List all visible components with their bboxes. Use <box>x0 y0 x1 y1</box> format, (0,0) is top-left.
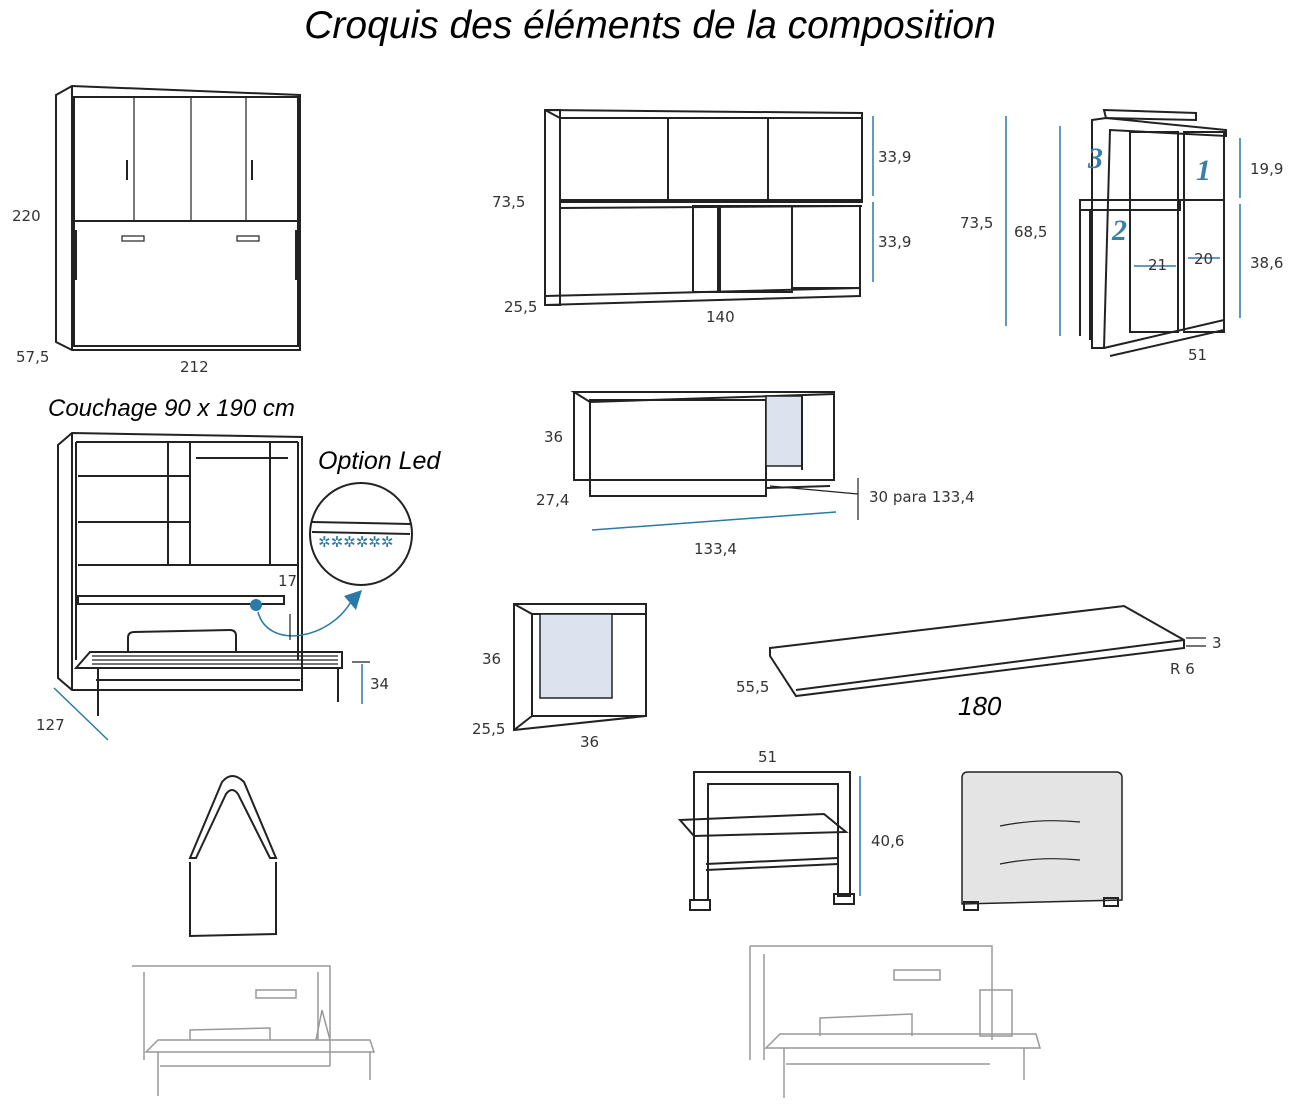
cube-drawing: 36 25,5 36 <box>472 603 647 751</box>
corner-number-3: 3 <box>1087 142 1103 175</box>
wardrobe-width-label: 212 <box>180 358 209 376</box>
corner-inner-height-label: 68,5 <box>1014 223 1047 241</box>
wall-cabinet-drawing: 36 27,4 133,4 30 para 133,4 <box>536 391 975 558</box>
corner-unit-drawing: 73,5 68,5 19,9 38,6 21 20 51 3 1 2 <box>960 108 1283 364</box>
page-title: Croquis des éléments de la composition <box>304 4 996 47</box>
desk-frame-drawing: 51 40,6 <box>677 748 904 911</box>
corner-left-width-label: 21 <box>1148 256 1167 274</box>
board-thickness-label: 3 <box>1212 634 1222 652</box>
cube-depth-label: 25,5 <box>472 720 505 738</box>
cube-height-label: 36 <box>482 650 501 668</box>
headboard-panel-drawing <box>961 771 1123 911</box>
board-radius-label: R 6 <box>1170 660 1195 678</box>
bed-shelf-height-label: 17 <box>278 572 297 590</box>
corner-number-1: 1 <box>1196 154 1211 187</box>
corner-total-height-label: 73,5 <box>960 214 993 232</box>
shelf-width-label: 140 <box>706 308 735 326</box>
corner-top-height-label: 19,9 <box>1250 160 1283 178</box>
bed-depth-label: 127 <box>36 716 65 734</box>
shelf-unit-drawing: 33,9 33,9 73,5 25,5 140 <box>492 109 911 326</box>
corner-bottom-height-label: 38,6 <box>1250 254 1283 272</box>
wall-cabinet-height-label: 36 <box>544 428 563 446</box>
desk-height-label: 40,6 <box>871 832 904 850</box>
wardrobe-height-label: 220 <box>12 207 41 225</box>
shelf-height-label: 73,5 <box>492 193 525 211</box>
board-drawing: 55,5 180 3 R 6 <box>736 604 1222 721</box>
wall-cabinet-width-label: 133,4 <box>694 540 737 558</box>
corner-right-width-label: 20 <box>1194 250 1213 268</box>
bed-leg-height-label: 34 <box>370 675 389 693</box>
svg-text:✲✲✲✲✲✲: ✲✲✲✲✲✲ <box>318 533 393 551</box>
board-depth-label: 55,5 <box>736 678 769 696</box>
wardrobe-depth-label: 57,5 <box>16 348 49 366</box>
corner-depth-label: 51 <box>1188 346 1207 364</box>
wall-cabinet-option-label: 30 para 133,4 <box>869 488 975 506</box>
bed-open-drawing: Couchage 90 x 190 cm Option Led ✲✲✲✲✲✲ <box>36 395 441 741</box>
arch-headboard-drawing <box>188 775 278 938</box>
desk-width-label: 51 <box>758 748 777 766</box>
board-length-label: 180 <box>958 691 1002 721</box>
shelf-lower-height-label: 33,9 <box>878 233 911 251</box>
led-option-caption: Option Led <box>318 447 441 475</box>
bed-preview-right <box>749 945 1041 1098</box>
shelf-upper-height-label: 33,9 <box>878 148 911 166</box>
cube-width-label: 36 <box>580 733 599 751</box>
wall-cabinet-depth-label: 27,4 <box>536 491 569 509</box>
corner-number-2: 2 <box>1111 214 1127 247</box>
bed-preview-left <box>132 965 376 1096</box>
shelf-depth-label: 25,5 <box>504 298 537 316</box>
bed-caption: Couchage 90 x 190 cm <box>48 395 295 422</box>
wardrobe-bed-drawing: 220 212 57,5 <box>12 84 301 376</box>
